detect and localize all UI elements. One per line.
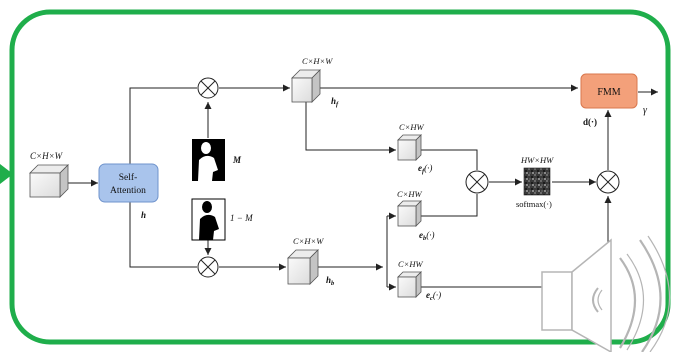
eb-label: eb(·) xyxy=(419,230,435,242)
fmm-label: FMM xyxy=(597,87,620,98)
eb-projection-box xyxy=(398,201,421,226)
ec-label: ec(·) xyxy=(426,290,441,302)
fmm-output-label: γ xyxy=(643,105,648,116)
softmax-label: softmax(·) xyxy=(516,199,552,209)
input-feature-cube xyxy=(30,165,68,197)
fmm-d-label: d(·) xyxy=(583,117,597,127)
multiply-icon xyxy=(597,171,619,193)
foreground-feature-cube xyxy=(292,70,320,102)
hb-dim-label: C×H×W xyxy=(293,236,324,246)
background-mask-image xyxy=(192,199,225,240)
mask-inverse-label: 1 − M xyxy=(230,213,253,223)
ec-dim-label: C×HW xyxy=(398,259,424,269)
ec-projection-box xyxy=(398,272,421,297)
multiply-icon xyxy=(466,171,488,193)
mask-m-label: M xyxy=(232,155,242,165)
eb-dim-label: C×HW xyxy=(397,189,423,199)
multiply-icon xyxy=(198,257,218,277)
self-attention-block[interactable] xyxy=(99,164,158,202)
foreground-mask-image xyxy=(192,139,225,181)
ef-dim-label: C×HW xyxy=(399,122,425,132)
self-attention-label-2: Attention xyxy=(110,186,146,196)
self-attention-label-1: Self- xyxy=(119,172,137,183)
attention-output-label: h xyxy=(141,210,146,220)
hf-dim-label: C×H×W xyxy=(302,56,333,66)
attention-map-dim-label: HW×HW xyxy=(520,155,554,165)
multiply-icon xyxy=(198,78,218,98)
background-feature-cube xyxy=(288,250,318,284)
input-dim-label: C×H×W xyxy=(30,151,64,161)
hf-label: hf xyxy=(331,96,339,108)
ef-label: ef(·) xyxy=(418,163,432,175)
attention-map-image xyxy=(524,168,550,195)
hb-label: hb xyxy=(326,275,335,287)
ef-projection-box xyxy=(398,135,421,160)
